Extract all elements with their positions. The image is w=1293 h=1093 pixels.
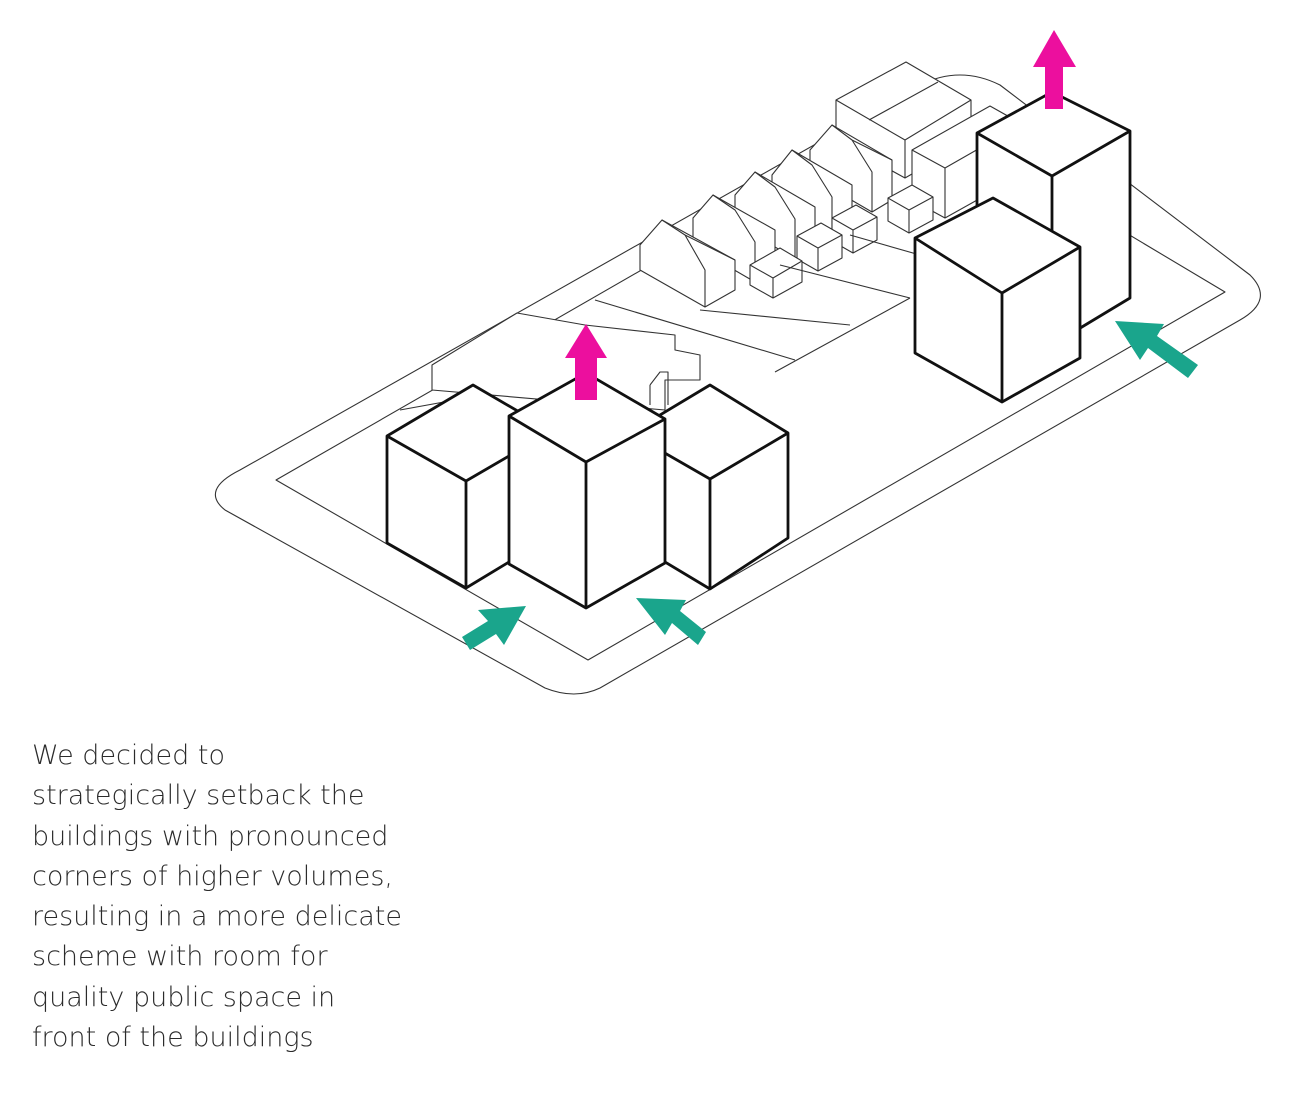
description-line: buildings with pronounced (32, 820, 389, 852)
arrow-up-icon (565, 324, 607, 400)
description-line: corners of higher volumes, (32, 860, 393, 892)
new-volume-cube (913, 196, 1082, 404)
description-line: front of the buildings (32, 1022, 314, 1054)
description-line: quality public space in (32, 981, 336, 1013)
new-volume-right (628, 383, 790, 591)
arrow-diagonal-icon (1115, 321, 1198, 378)
description-text: We decided to strategically setback the … (32, 736, 452, 1058)
description-line: scheme with room for (32, 941, 328, 973)
description-line: We decided to (32, 740, 225, 771)
arrow-diagonal-icon (462, 606, 526, 650)
new-volume-tall-center (507, 371, 667, 610)
arrow-up-icon (1033, 30, 1076, 109)
context-houses (639, 61, 1023, 308)
site-axonometric-diagram (215, 30, 1261, 695)
arrow-diagonal-icon (636, 598, 706, 645)
description-line: strategically setback the (32, 780, 365, 812)
description-line: resulting in a more delicate (32, 901, 402, 933)
